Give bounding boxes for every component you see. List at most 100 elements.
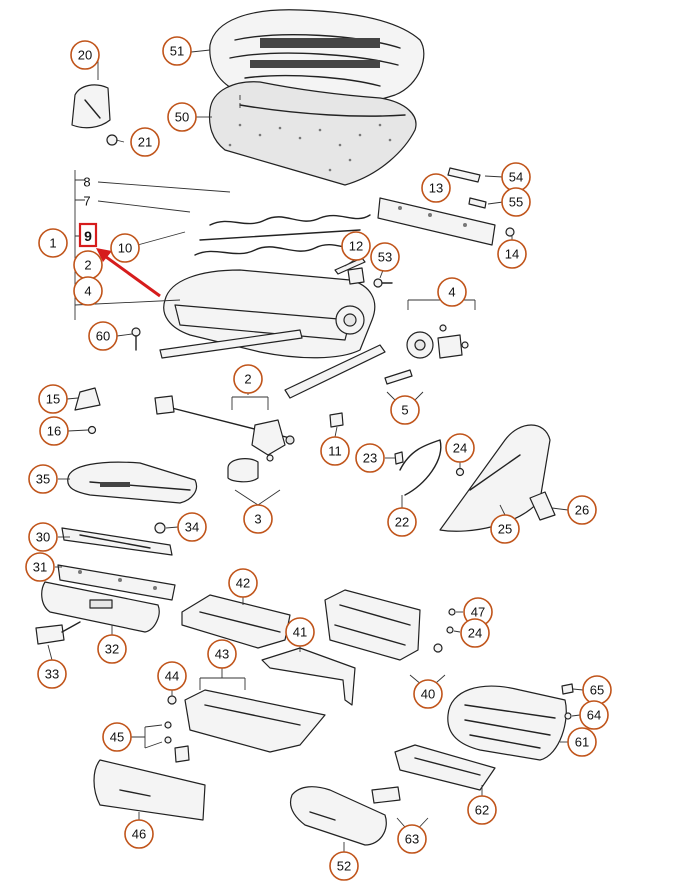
callout-53: 54 (501, 162, 531, 192)
clip-65 (561, 683, 574, 695)
svg-text:34: 34 (185, 520, 199, 535)
callout-44: 44 (157, 661, 187, 691)
svg-text:42: 42 (236, 576, 250, 591)
svg-text:21: 21 (138, 135, 152, 150)
svg-text:52: 52 (337, 859, 351, 874)
callout-23: 23 (355, 443, 385, 473)
callout-2-upper: 2 (73, 250, 103, 280)
callout-labels: 20 21 51 50 54 13 55 14 12 53 1 10 2 4 4… (25, 36, 612, 881)
clip-23 (394, 451, 404, 465)
callout-25: 25 (490, 514, 520, 544)
base-plate-30 (61, 527, 173, 556)
svg-text:54: 54 (509, 170, 523, 185)
callout-43: 43 (207, 639, 237, 669)
clip-15 (74, 387, 101, 411)
svg-text:10: 10 (118, 241, 132, 256)
bolt-55 (131, 327, 141, 351)
svg-text:5: 5 (401, 403, 408, 418)
svg-text:44: 44 (165, 669, 179, 684)
fastener-47 (448, 608, 456, 616)
handle-33 (35, 621, 81, 645)
side-trim-61 (394, 744, 496, 791)
svg-text:45: 45 (110, 730, 124, 745)
storage-tray-43 (184, 689, 326, 753)
svg-text:16: 16 (47, 424, 61, 439)
highlight-arrow (96, 248, 161, 298)
callout-22: 22 (387, 507, 417, 537)
screw-24-upper (455, 467, 465, 477)
rod-12 (334, 257, 366, 275)
svg-text:14: 14 (505, 247, 519, 262)
svg-text:53: 53 (378, 250, 392, 265)
callout-1: 1 (38, 228, 68, 258)
svg-text:2: 2 (244, 372, 251, 387)
svg-text:31: 31 (33, 560, 47, 575)
seat-frame (159, 214, 386, 399)
bracket-11 (329, 412, 344, 428)
svg-text:43: 43 (215, 647, 229, 662)
switch-62 (371, 786, 401, 804)
callout-32: 32 (97, 634, 127, 664)
bracket-41 (261, 647, 356, 706)
callout-5: 5 (390, 395, 420, 425)
svg-text:9: 9 (84, 228, 92, 244)
svg-text:55: 55 (509, 195, 523, 210)
callout-3: 3 (243, 504, 273, 534)
svg-text:3: 3 (254, 512, 261, 527)
svg-text:4: 4 (448, 285, 455, 300)
screw-44 (167, 695, 177, 705)
callout-40: 40 (413, 679, 443, 709)
front-cushion-panel (67, 461, 198, 504)
callout-62: 63 (397, 824, 427, 854)
callout-42: 42 (228, 568, 258, 598)
svg-text:46: 46 (132, 827, 146, 842)
callout-34: 34 (177, 512, 207, 542)
highlighted-label-9: 9 (78, 222, 98, 248)
svg-text:26: 26 (575, 503, 589, 518)
callout-33: 33 (37, 659, 67, 689)
side-trim-small (71, 84, 111, 129)
svg-text:50: 50 (175, 110, 189, 125)
callout-63: 52 (329, 851, 359, 881)
callout-61: 62 (467, 795, 497, 825)
tray-42 (181, 594, 291, 649)
nut-34 (154, 522, 166, 534)
callout-12: 12 (341, 231, 371, 261)
label-8: 8 (83, 175, 90, 190)
callout-11: 11 (320, 436, 350, 466)
svg-text:12: 12 (349, 239, 363, 254)
callout-10: 10 (110, 233, 140, 263)
callout-46: 46 (124, 819, 154, 849)
height-adjuster (154, 395, 295, 456)
front-trim-32 (41, 581, 160, 633)
callout-15: 15 (38, 384, 68, 414)
callout-65: 65 (582, 675, 612, 705)
callout-16: 16 (39, 416, 69, 446)
side-shield-60 (447, 685, 567, 761)
callout-41: 41 (285, 617, 315, 647)
svg-text:1: 1 (49, 236, 56, 251)
bolt-52 (373, 278, 393, 288)
callout-26: 26 (567, 495, 597, 525)
seat-cushion-foam (208, 81, 417, 186)
lever-5 (384, 369, 413, 385)
svg-text:11: 11 (328, 444, 342, 459)
svg-text:47: 47 (471, 605, 485, 620)
callout-13: 13 (421, 173, 451, 203)
parts-layer (35, 9, 574, 846)
callout-21: 21 (130, 127, 160, 157)
svg-text:61: 61 (575, 735, 589, 750)
svg-text:2: 2 (84, 258, 91, 273)
svg-text:30: 30 (36, 530, 50, 545)
callout-24-lower: 24 (460, 618, 490, 648)
svg-text:41: 41 (293, 625, 307, 640)
callout-4-right: 4 (437, 277, 467, 307)
callout-31: 31 (25, 552, 55, 582)
svg-text:15: 15 (46, 392, 60, 407)
svg-text:32: 32 (105, 642, 119, 657)
callout-60: 61 (567, 727, 597, 757)
svg-text:4: 4 (84, 284, 91, 299)
bracket-31 (57, 564, 176, 601)
